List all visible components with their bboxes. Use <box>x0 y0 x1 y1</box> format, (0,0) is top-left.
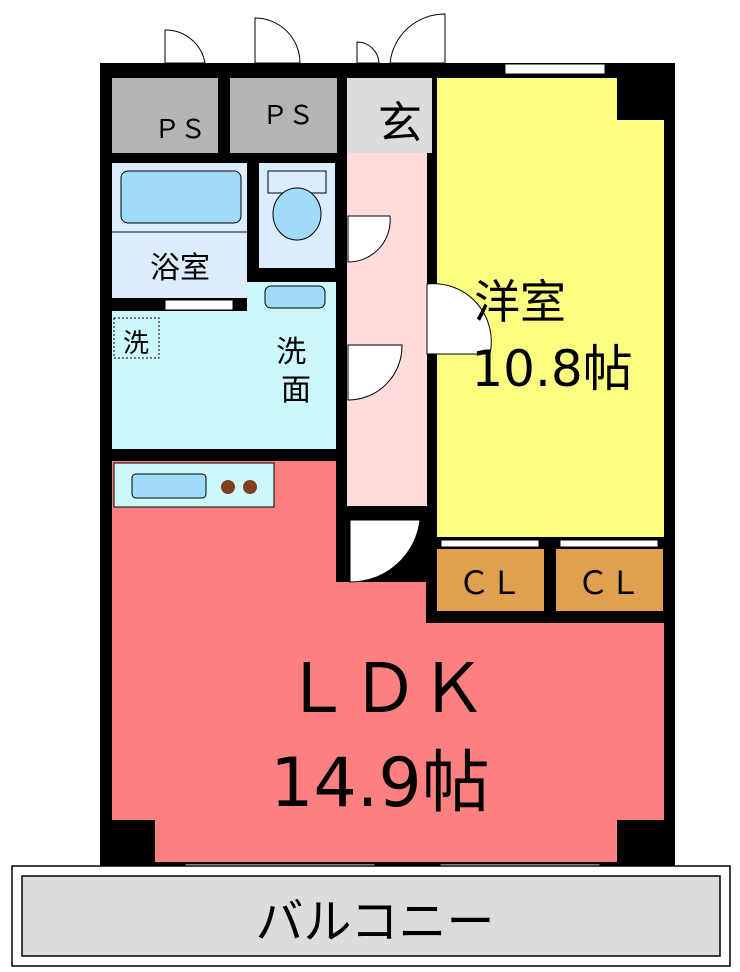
bath-door-opening <box>164 299 234 311</box>
ldk-room <box>112 461 664 862</box>
ldk-name: ＬＤＫ <box>283 650 487 729</box>
ps-room-2 <box>230 78 337 153</box>
ps1-door <box>164 29 206 64</box>
window-top-western <box>504 63 606 75</box>
genkan-room <box>347 78 432 153</box>
closet-1 <box>437 549 544 611</box>
wash-room <box>112 311 336 449</box>
bath-label: 浴室 <box>150 251 210 286</box>
ldk-door <box>349 519 421 583</box>
genkan-label: 玄 <box>378 98 422 149</box>
ldk-size: 14.9帖 <box>270 744 489 823</box>
washer-space <box>113 317 160 359</box>
washer-label: 洗 <box>123 329 149 359</box>
wash-basin <box>264 285 326 309</box>
bathtub <box>120 170 242 224</box>
closet-2-label: ＣＬ <box>577 564 641 602</box>
entrance-door-large <box>389 13 446 64</box>
toilet-door <box>347 215 391 263</box>
western-room-name: 洋室 <box>474 275 566 329</box>
ps-label-2: ＰＳ <box>262 101 314 131</box>
closet-1-door <box>440 539 540 548</box>
washroom-label-line2: 面 <box>281 373 311 408</box>
closet-1-label: ＣＬ <box>458 564 522 602</box>
western-door <box>426 283 492 355</box>
kitchen-sink <box>131 473 207 499</box>
toilet-bowl <box>272 187 322 241</box>
ps2-door <box>254 17 301 64</box>
ps-room-1 <box>112 78 218 153</box>
washroom-label: 洗 面 <box>276 335 316 408</box>
closet-2 <box>556 549 663 611</box>
balcony-floor <box>21 875 721 957</box>
closet-2-door <box>559 539 659 548</box>
stove-burner-1 <box>221 480 235 494</box>
entrance-door-small <box>356 41 380 64</box>
stove-burner-2 <box>243 480 257 494</box>
balcony-label: バルコニー <box>255 894 494 950</box>
washroom-label-line1: 洗 <box>276 335 306 370</box>
hallway <box>347 153 427 506</box>
western-corner-column <box>617 78 675 120</box>
ps-label-1: ＰＳ <box>154 115 206 145</box>
wash-door <box>347 344 403 401</box>
western-room-size: 10.8帖 <box>471 340 632 398</box>
